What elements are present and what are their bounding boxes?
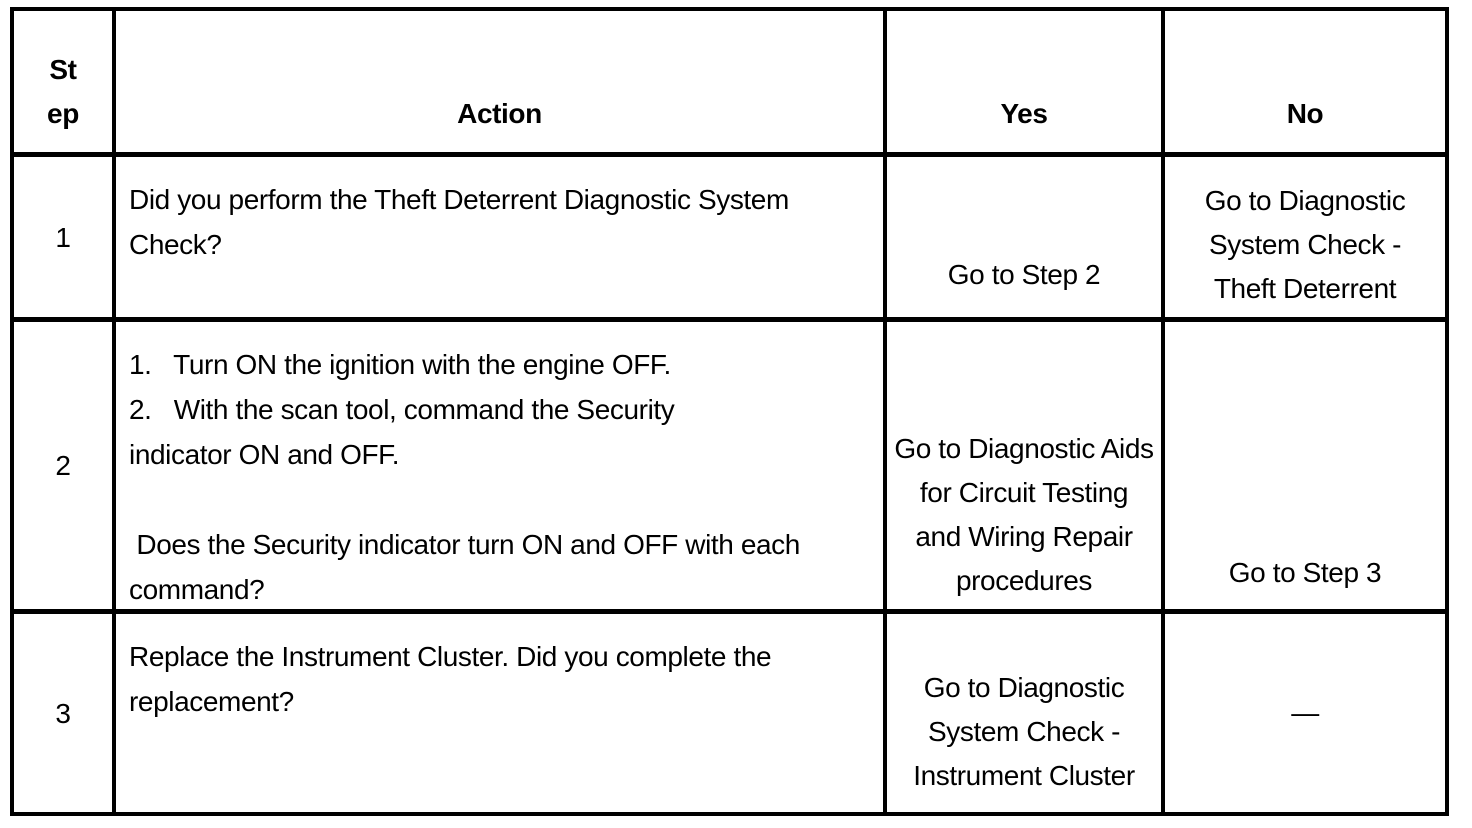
row1-no-line: System Check - bbox=[1209, 229, 1401, 260]
header-yes-label: Yes bbox=[1000, 98, 1048, 129]
row2-action-line: command? bbox=[129, 574, 265, 605]
row3-yes-line: System Check - bbox=[928, 716, 1120, 747]
header-no-label: No bbox=[1286, 98, 1324, 129]
row1-no-line: Theft Deterrent bbox=[1213, 273, 1397, 304]
row1-action-cell: Did you perform the Theft Deterrent Diag… bbox=[116, 157, 883, 317]
row3-no-dash: — bbox=[1291, 697, 1319, 728]
diagnostic-steps-table: St ep Action Yes No 1 Did you perform th… bbox=[10, 7, 1449, 816]
row2-yes-line: for Circuit Testing bbox=[919, 477, 1129, 508]
row2-yes-line: procedures bbox=[955, 565, 1093, 596]
row3-yes-line: Instrument Cluster bbox=[913, 760, 1135, 791]
row3-action-line: replacement? bbox=[129, 686, 294, 717]
row2-action-line: 1. Turn ON the ignition with the engine … bbox=[129, 349, 671, 380]
row1-yes-line: Go to Step 2 bbox=[947, 259, 1101, 290]
row3-yes-cell: Go to Diagnostic System Check - Instrume… bbox=[887, 614, 1161, 812]
row2-yes-line: and Wiring Repair bbox=[915, 521, 1133, 552]
row1-action-line: Did you perform the Theft Deterrent Diag… bbox=[129, 184, 789, 215]
row1-action-line: Check? bbox=[129, 229, 222, 260]
header-cell-no: No bbox=[1165, 11, 1445, 152]
row1-step-cell: 1 bbox=[14, 157, 112, 317]
row3-yes-line: Go to Diagnostic bbox=[923, 672, 1125, 703]
row2-action-cell: 1. Turn ON the ignition with the engine … bbox=[116, 322, 883, 609]
header-action-label: Action bbox=[457, 98, 542, 129]
row2-yes-cell: Go to Diagnostic Aids for Circuit Testin… bbox=[887, 322, 1161, 609]
row2-yes-line: Go to Diagnostic Aids bbox=[894, 433, 1154, 464]
row2-step-cell: 2 bbox=[14, 322, 112, 609]
header-step-line-1: St bbox=[49, 54, 77, 85]
header-cell-action: Action bbox=[116, 11, 883, 152]
row1-no-line: Go to Diagnostic bbox=[1204, 185, 1406, 216]
row2-action-line: 2. With the scan tool, command the Secur… bbox=[129, 394, 675, 425]
row3-no-cell: — bbox=[1165, 614, 1445, 812]
row2-action-line: indicator ON and OFF. bbox=[129, 439, 400, 470]
header-cell-step: St ep bbox=[14, 11, 112, 152]
row3-action-line: Replace the Instrument Cluster. Did you … bbox=[129, 641, 772, 672]
row3-action-cell: Replace the Instrument Cluster. Did you … bbox=[116, 614, 883, 812]
row1-no-cell: Go to Diagnostic System Check - Theft De… bbox=[1165, 157, 1445, 317]
header-step-line-2: ep bbox=[47, 98, 79, 129]
row1-step-number: 1 bbox=[55, 221, 71, 253]
row2-no-cell: Go to Step 3 bbox=[1165, 322, 1445, 609]
row3-step-number: 3 bbox=[55, 697, 71, 729]
row2-no-line: Go to Step 3 bbox=[1228, 557, 1382, 588]
header-cell-yes: Yes bbox=[887, 11, 1161, 152]
row1-yes-cell: Go to Step 2 bbox=[887, 157, 1161, 317]
row2-step-number: 2 bbox=[55, 450, 71, 481]
row2-action-line: Does the Security indicator turn ON and … bbox=[129, 529, 800, 560]
row3-step-cell: 3 bbox=[14, 614, 112, 812]
